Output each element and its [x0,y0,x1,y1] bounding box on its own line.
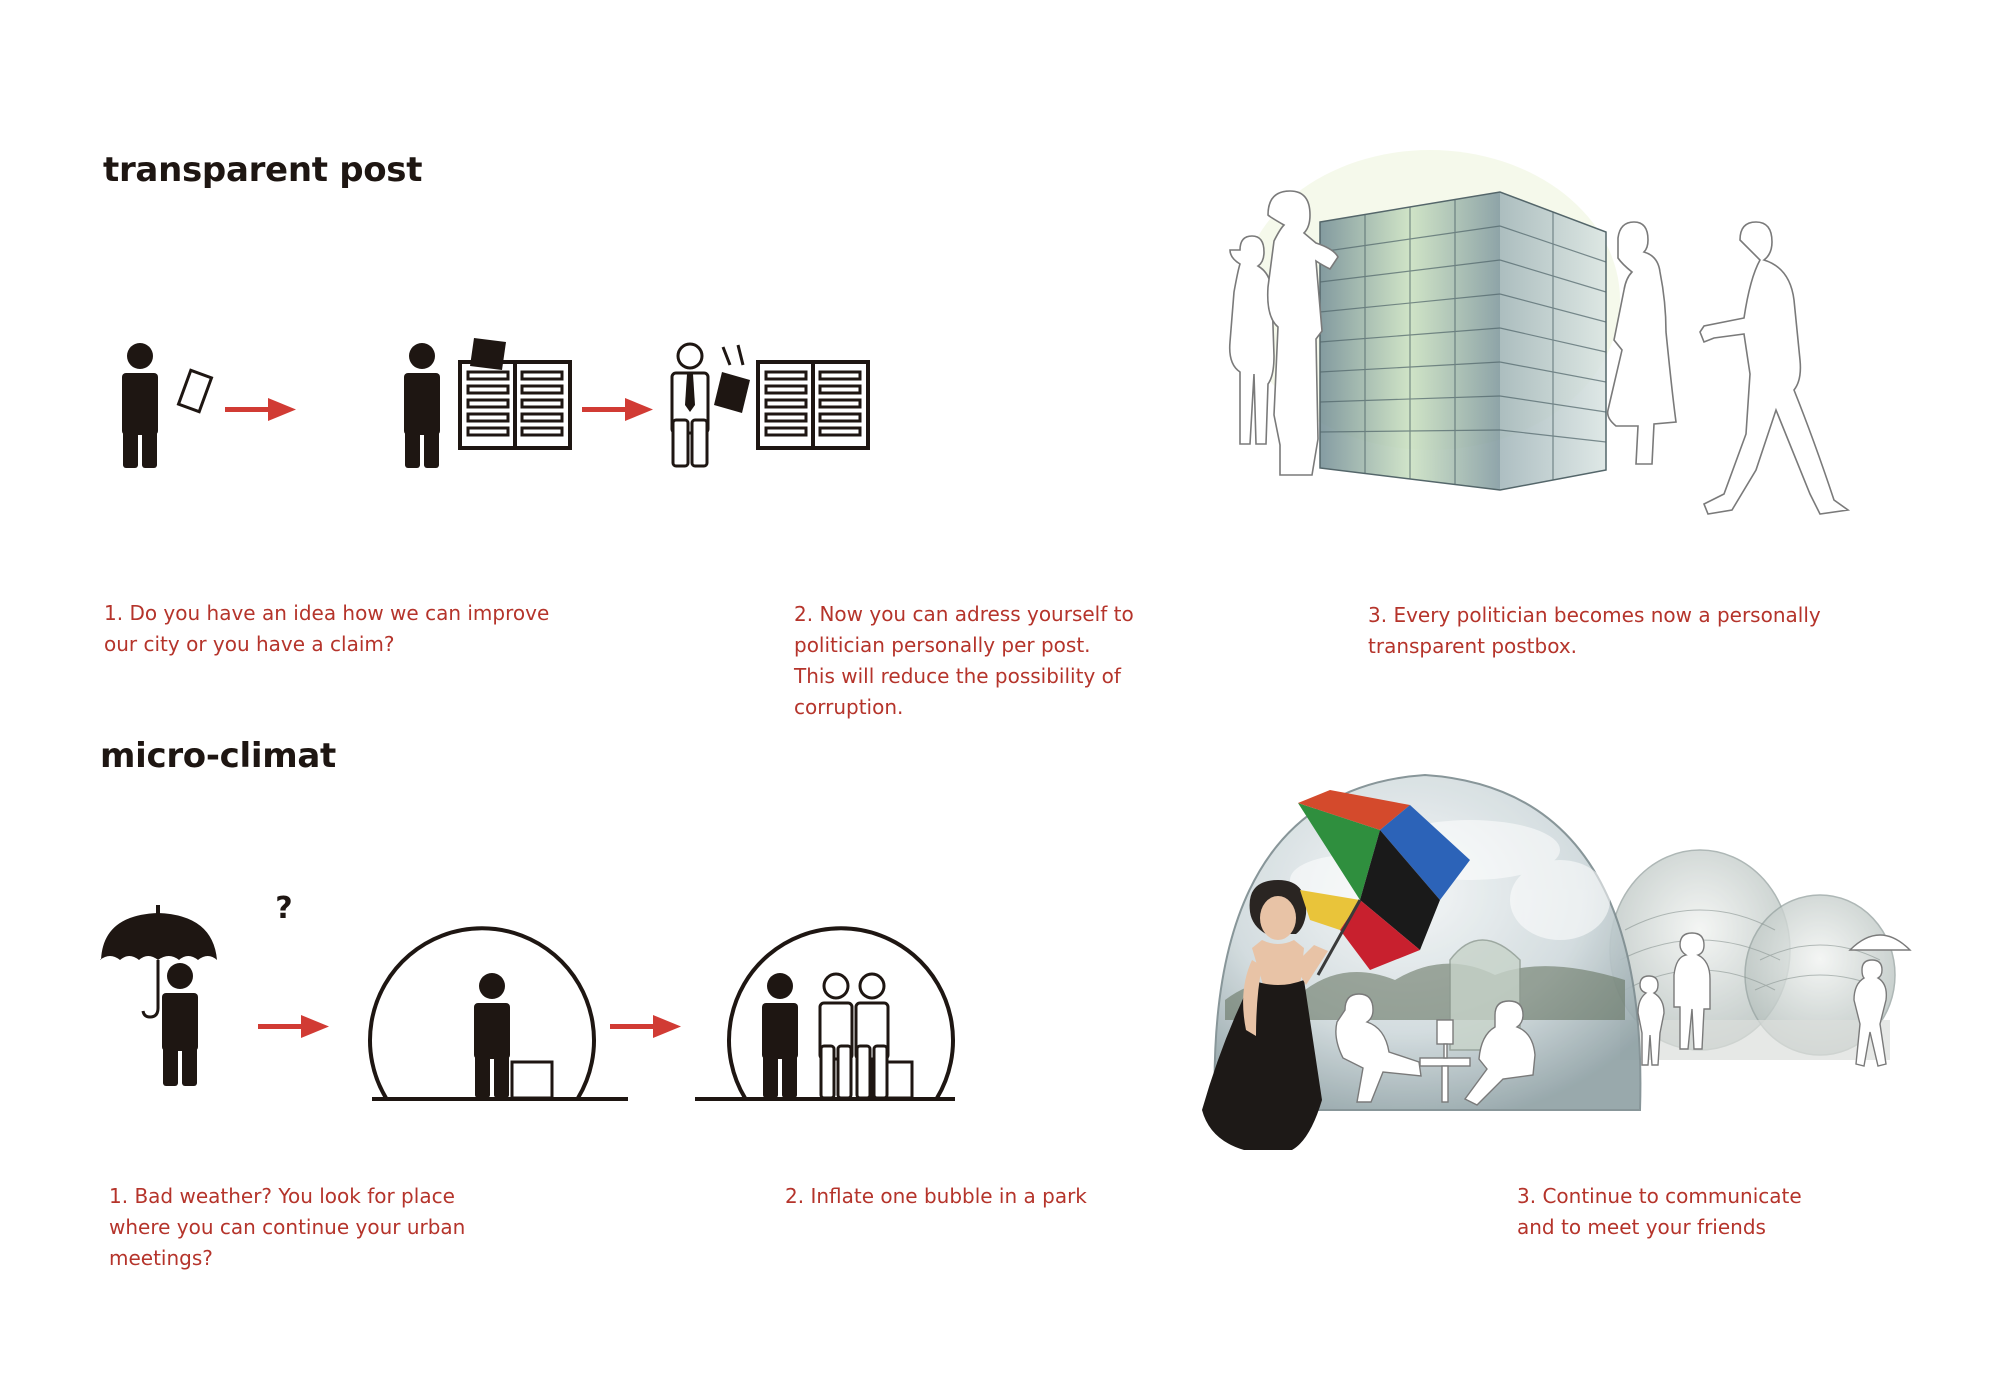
section-title-micro-climat: micro-climat [100,736,336,776]
question-mark: ? [275,891,292,926]
arrow-right-icon [225,398,296,421]
person-icon [762,973,798,1098]
step-caption-6: 3. Continue to communicate and to meet y… [1517,1181,1802,1243]
caption-line: and to meet your friends [1517,1215,1766,1239]
woman-figure [1202,880,1328,1150]
letter-icon [176,368,214,414]
friend-icon [854,972,890,1100]
bubble-park-illustration [1202,773,1912,1150]
person-icon [122,343,158,468]
caption-line: 1. Bad weather? You look for place [109,1184,455,1208]
caption-line: our city or you have a claim? [104,632,395,656]
postbox-icon [756,360,870,450]
person-icon [162,963,198,1086]
arrow-right-icon [610,1015,681,1038]
postbox-icon [458,360,572,450]
caption-line: 1. Do you have an idea how we can improv… [104,601,550,625]
step-caption-4: 1. Bad weather? You look for place where… [109,1181,465,1274]
caption-line: politician personally per post. [794,633,1091,657]
caption-line: meetings? [109,1246,213,1270]
caption-line: This will reduce the possibility of [794,664,1121,688]
umbrella-icon [100,905,217,1019]
caption-line: corruption. [794,695,904,719]
transparent-postbox-illustration [1228,150,1851,515]
caption-line: 3. Every politician becomes now a person… [1368,603,1821,627]
person-icon [474,973,510,1098]
caption-line: transparent postbox. [1368,634,1578,658]
bubble-icon [368,926,628,1101]
letter-icon [470,338,506,370]
caption-line: 2. Now you can adress yourself to [794,602,1134,626]
caption-line: 3. Continue to communicate [1517,1184,1802,1208]
friend-icon [818,972,854,1100]
step-caption-5: 2. Inflate one bubble in a park [785,1181,1087,1212]
section-title-transparent-post: transparent post [103,150,423,190]
arrow-right-icon [582,398,653,421]
letter-icon [714,344,750,413]
step-caption-3: 3. Every politician becomes now a person… [1368,600,1821,662]
politician-icon [670,342,710,468]
step-caption-2: 2. Now you can adress yourself to politi… [794,599,1134,723]
arrow-right-icon [258,1015,329,1038]
person-icon [404,343,440,468]
caption-line: 2. Inflate one bubble in a park [785,1184,1087,1208]
caption-line: where you can continue your urban [109,1215,466,1239]
umbrella-icon [1298,790,1470,976]
step-caption-1: 1. Do you have an idea how we can improv… [104,598,549,660]
